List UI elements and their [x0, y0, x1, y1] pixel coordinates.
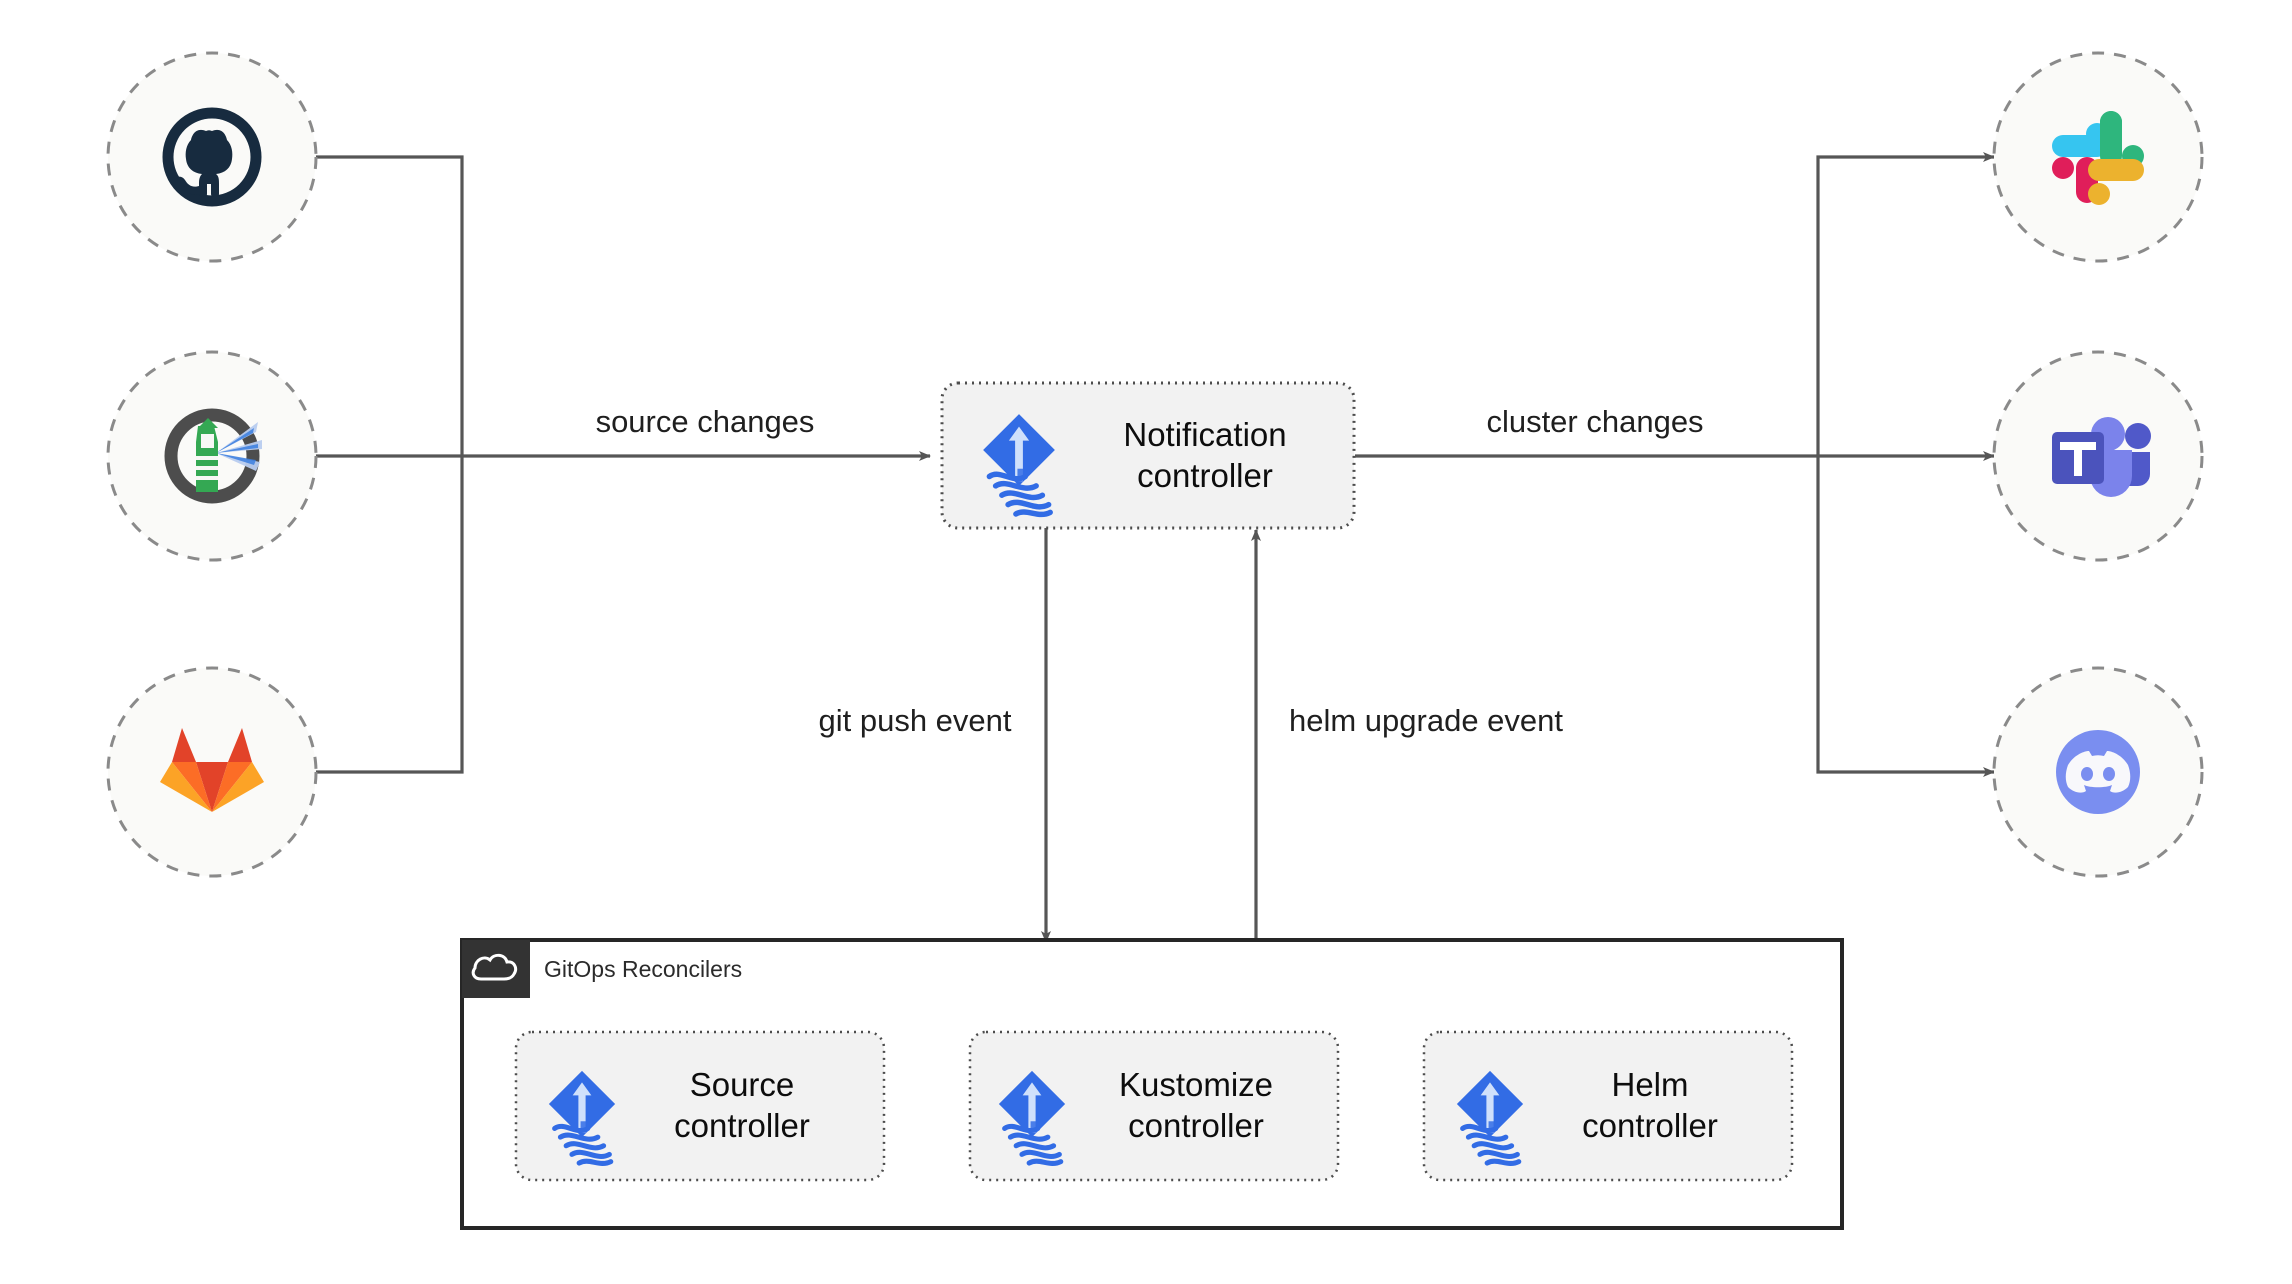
kustomize-controller-label-line2: controller: [1128, 1107, 1264, 1144]
source-node-flux[interactable]: [106, 350, 318, 562]
destination-node-discord[interactable]: [1992, 666, 2204, 878]
edge-label-source-changes: source changes: [596, 404, 815, 439]
source-node-github[interactable]: [106, 51, 318, 263]
helm-controller-node[interactable]: Helm controller: [1422, 1030, 1794, 1182]
source-controller-node[interactable]: Source controller: [514, 1030, 886, 1182]
edge-bus-to-discord: [1816, 456, 1995, 777]
notification-controller-node[interactable]: Notification controller: [940, 381, 1356, 530]
source-controller-label-line2: controller: [674, 1107, 810, 1144]
discord-icon: [2056, 730, 2140, 814]
edge-bus-to-slack: [1816, 152, 1995, 456]
notification-controller-label-line2: controller: [1137, 457, 1273, 494]
source-node-gitlab[interactable]: [106, 666, 318, 878]
group-icon-badge: [462, 940, 530, 998]
source-controller-label-line1: Source: [690, 1066, 795, 1103]
group-title: GitOps Reconcilers: [544, 956, 742, 982]
gitops-reconcilers-group: GitOps Reconcilers Source controller Kus…: [460, 938, 1844, 1230]
kustomize-controller-node[interactable]: Kustomize controller: [968, 1030, 1340, 1182]
edge-label-helm-upgrade-event: helm upgrade event: [1289, 703, 1563, 738]
destination-node-slack[interactable]: [1992, 51, 2204, 263]
helm-controller-label-line2: controller: [1582, 1107, 1718, 1144]
destination-node-teams[interactable]: [1992, 350, 2204, 562]
notification-controller-label-line1: Notification: [1123, 416, 1286, 453]
cloud-icon: [471, 953, 518, 981]
edge-label-cluster-changes: cluster changes: [1486, 404, 1703, 439]
kustomize-controller-label-line1: Kustomize: [1119, 1066, 1273, 1103]
helm-controller-label-line1: Helm: [1611, 1066, 1688, 1103]
edge-label-git-push-event: git push event: [818, 703, 1011, 738]
